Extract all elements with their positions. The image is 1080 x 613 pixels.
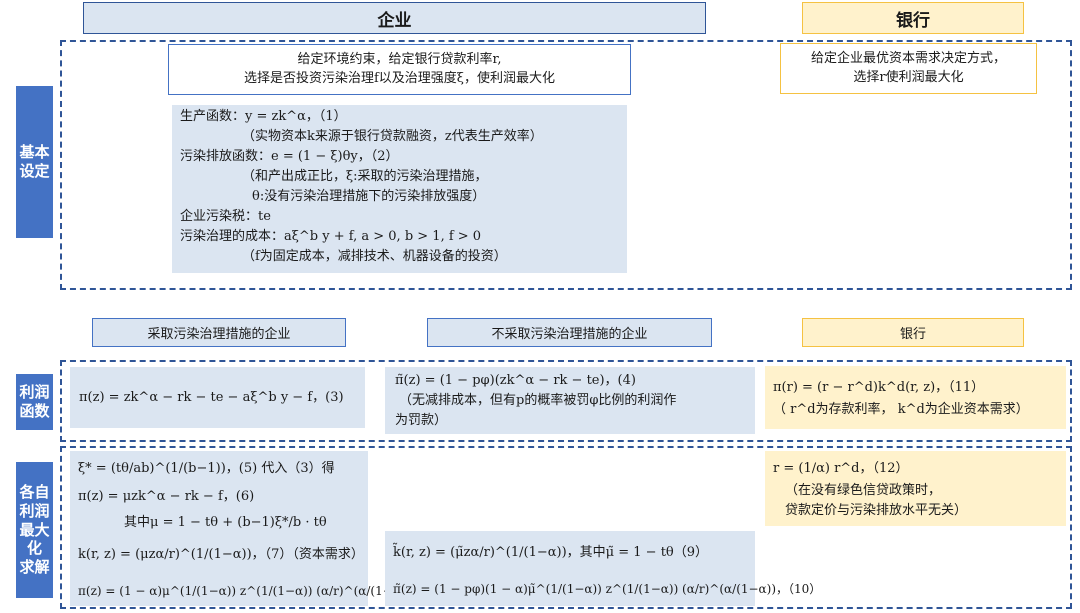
non-abating-optimal-profit: π̃(z) = (1 − pφ)(1 − α)μ̃^(1/(1−α)) z^(1… (393, 582, 822, 596)
non-abating-solution-box: k̃(r, z) = (μ̃zα/r)^(1/(1−α))，其中μ̃ = 1 −… (385, 531, 821, 606)
bank-optimal-rate: r = (1/α) r^d，（12） (773, 461, 909, 476)
bank-profit-note: （ r^d为存款利率， k^d为企业资本需求） (773, 402, 1029, 417)
side-label-optimal-solution: 各自 利润 最大 化 求解 (16, 462, 53, 598)
capital-demand: k(r, z) = (μzα/r)^(1/(1−α))，（7）（资本需求） (78, 547, 364, 562)
bank-solution-note-2: 贷款定价与污染排放水平无关） (785, 503, 968, 518)
bank-profit-formula: π(r) = (r − r^d)k^d(r, z)，（11） (773, 380, 985, 395)
non-abating-profit-box: π̃(z) = (1 − pφ)(zk^α − rk − te)，(4) （无减… (385, 367, 755, 434)
emission-note-2: θ:没有污染治理措施下的污染排放强度） (252, 189, 486, 204)
non-abating-profit-formula: π̃(z) = (1 − pφ)(zk^α − rk − te)，(4) (395, 373, 636, 388)
bank-objective-line-1: 给定企业最优资本需求决定方式， (810, 50, 1006, 66)
optimal-abatement: ξ* = (tθ/ab)^(1/(b−1))，(5) 代入（3）得 (78, 461, 335, 476)
bank-objective-line-2: 选择r使利润最大化 (853, 69, 964, 85)
abating-solution-box: ξ* = (tθ/ab)^(1/(b−1))，(5) 代入（3）得 π(z) =… (70, 451, 470, 606)
abating-optimal-profit: π(z) = (1 − α)μ^(1/(1−α)) z^(1/(1−α)) (α… (78, 584, 471, 598)
firm-assumptions-box: 生产函数：y = zk^α，（1） （实物资本k来源于银行贷款融资，z代表生产效… (172, 105, 627, 273)
side-label-basic-setup: 基本 设定 (16, 86, 53, 238)
side-label-profit-function: 利润 函数 (16, 374, 53, 430)
abatement-cost: 污染治理的成本：aξ^b y + f, a > 0, b > 1, f > 0 (180, 229, 482, 244)
firm-header: 企业 (83, 2, 706, 34)
bank-header: 银行 (802, 2, 1024, 34)
firm-objective-line-2: 选择是否投资污染治理f以及治理强度ξ，使利润最大化 (244, 70, 555, 86)
bank-objective-box: 给定企业最优资本需求决定方式， 选择r使利润最大化 (780, 43, 1037, 94)
abating-profit-reduced: π(z) = μzk^α − rk − f，(6) (78, 489, 255, 504)
firm-objective-box: 给定环境约束，给定银行贷款利率r, 选择是否投资污染治理f以及治理强度ξ，使利润… (168, 44, 631, 95)
optimal-solution-section (60, 446, 1072, 609)
abatement-cost-note: （f为固定成本，减排技术、机器设备的投资） (242, 249, 507, 264)
bank-column-header: 银行 (802, 318, 1024, 347)
abating-profit-box: π(z) = zk^α − rk − te − aξ^b y − f，(3) (70, 367, 365, 428)
non-abating-capital-demand: k̃(r, z) = (μ̃zα/r)^(1/(1−α))，其中μ̃ = 1 −… (393, 545, 709, 560)
abating-profit-formula: π(z) = zk^α − rk − te − aξ^b y − f，(3) (79, 389, 344, 405)
production-function: 生产函数：y = zk^α，（1） (180, 109, 347, 124)
non-abating-profit-note-1: （无减排成本，但有p的概率被罚φ比例的利润作 (399, 393, 677, 408)
production-note: （实物资本k来源于银行贷款融资，z代表生产效率） (242, 129, 543, 144)
emission-note-1: （和产出成正比，ξ:采取的污染治理措施， (242, 169, 488, 184)
pollution-tax: 企业污染税：te (180, 209, 271, 224)
abating-firm-header: 采取污染治理措施的企业 (92, 318, 346, 347)
firm-objective-line-1: 给定环境约束，给定银行贷款利率r, (297, 51, 502, 67)
bank-solution-box: r = (1/α) r^d，（12） （在没有绿色信贷政策时， 贷款定价与污染排… (765, 451, 1066, 526)
profit-function-section (60, 360, 1072, 442)
non-abating-profit-note-2: 为罚款） (395, 413, 448, 428)
bank-solution-note-1: （在没有绿色信贷政策时， (785, 483, 942, 498)
emission-function: 污染排放函数：e = (1 − ξ)θy，（2） (180, 149, 399, 164)
mu-definition: 其中μ = 1 − tθ + (b−1)ξ*/b · tθ (124, 515, 327, 530)
non-abating-firm-header: 不采取污染治理措施的企业 (427, 318, 712, 347)
bank-profit-box: π(r) = (r − r^d)k^d(r, z)，（11） （ r^d为存款利… (765, 366, 1066, 429)
basic-setup-section (60, 40, 1072, 290)
